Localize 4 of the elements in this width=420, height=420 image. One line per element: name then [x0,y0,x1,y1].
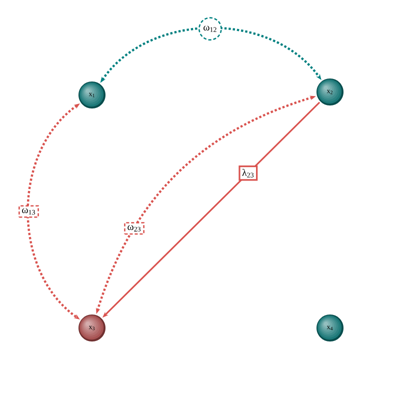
edge-label: ω$_{23}$ [124,222,144,235]
edge-label: λ$_{23}$ [238,166,258,181]
edge-label: ω$_{13}$ [18,205,39,218]
edge-label: ω$_{12}$ [198,17,222,41]
